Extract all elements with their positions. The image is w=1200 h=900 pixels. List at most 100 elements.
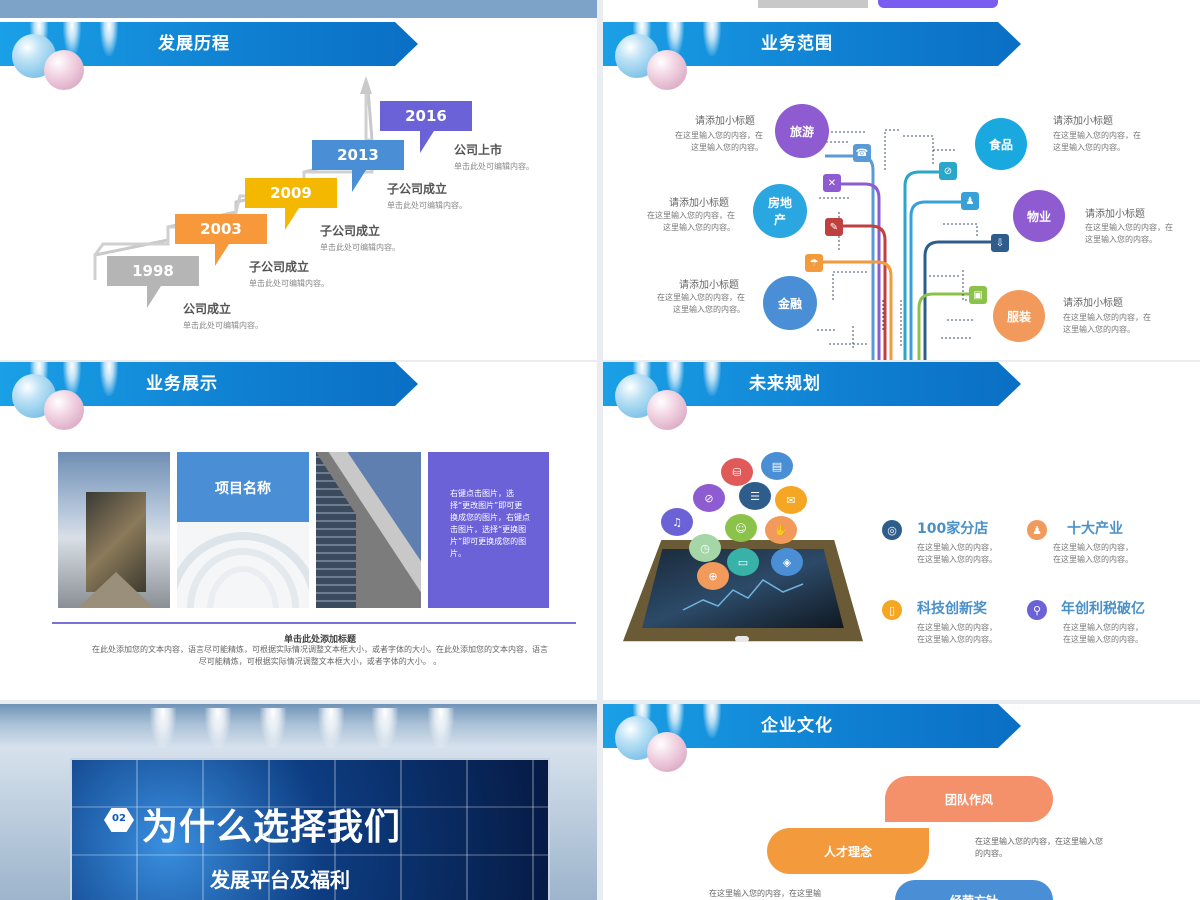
- prev-slide-strip-right: [603, 0, 1200, 18]
- scope-body: 在这里输入您的内容，在这里输入您的内容。: [647, 211, 735, 232]
- project-name: 项目名称: [215, 481, 271, 497]
- thumb-icon: ✋: [765, 516, 797, 544]
- link-icon: ⊘: [693, 484, 725, 512]
- tag-icon: ◈: [771, 548, 803, 576]
- slide-section[interactable]: 02 为什么选择我们 发展平台及福利: [0, 704, 597, 900]
- decor-ball-icon: [44, 390, 84, 430]
- arch-photo[interactable]: [177, 522, 309, 608]
- plan-title: 100家分店: [917, 521, 989, 537]
- caption-divider: [52, 622, 576, 624]
- timeline-sub: 单击此处可编辑内容。: [183, 321, 263, 330]
- scope-circle-clothing: 服装: [993, 290, 1045, 342]
- plan-body: 在这里输入您的内容，在这里输入您的内容。: [917, 623, 997, 644]
- slide-showcase[interactable]: 业务展示 项目名称 右键点击图片，选择“更改图片”即可更换成您的图片，右键点击图…: [0, 362, 597, 700]
- chat-icon: ✉: [775, 486, 807, 514]
- monitor-icon: ▣: [969, 286, 987, 304]
- scope-body: 在这里输入您的内容，在这里输入您的内容。: [1063, 313, 1151, 334]
- section-subtitle: 发展平台及福利: [210, 868, 350, 892]
- tools-icon: ✕: [823, 174, 841, 192]
- phone-icon: ▯: [882, 600, 902, 620]
- section-number: 02: [112, 813, 126, 824]
- timeline-step-1998: 1998: [107, 256, 199, 308]
- wallet-icon: ▭: [727, 548, 759, 576]
- plan-title: 年创利税破亿: [1061, 601, 1145, 617]
- scope-heading: 请添加小标题: [695, 116, 755, 127]
- timeline-heading: 公司成立: [183, 302, 232, 316]
- angle-photo[interactable]: [316, 452, 421, 608]
- petal-talent: 人才理念: [767, 828, 929, 874]
- face-icon: ☺: [725, 514, 757, 542]
- decor-ball-icon: [647, 50, 687, 90]
- bus-icon: ☎: [853, 144, 871, 162]
- umbrella-icon: ☂: [805, 254, 823, 272]
- timeline-sub: 单击此处可编辑内容。: [454, 162, 534, 171]
- building-photo[interactable]: [58, 452, 170, 608]
- caption-body: 在此处添加您的文本内容，语言尽可能精炼，可根据实际情况调整文本框大小，或者字体的…: [92, 645, 548, 666]
- project-name-box: 项目名称: [177, 452, 309, 522]
- scope-body: 在这里输入您的内容，在这里输入您的内容。: [1085, 223, 1173, 244]
- document-icon: ▤: [761, 452, 793, 480]
- side-text-box: 右键点击图片，选择“更改图片”即可更换成您的图片，右键点击图片，选择“更换图片”…: [428, 452, 549, 608]
- decor-ball-icon: [44, 50, 84, 90]
- music-icon: ♫: [661, 508, 693, 536]
- scope-heading: 请添加小标题: [679, 280, 739, 291]
- globe-icon: ◎: [882, 520, 902, 540]
- cart-small-icon: ⊕: [697, 562, 729, 590]
- scope-body: 在这里输入您的内容，在这里输入您的内容。: [657, 293, 745, 314]
- timeline-heading: 子公司成立: [387, 182, 448, 196]
- slide-title: 业务展示: [146, 374, 218, 394]
- timeline-heading: 子公司成立: [249, 260, 310, 274]
- people-icon: ♟: [1027, 520, 1047, 540]
- slide-title: 发展历程: [158, 34, 230, 54]
- timeline-sub: 单击此处可编辑内容。: [249, 279, 329, 288]
- caption-title: 单击此处添加标题: [283, 635, 356, 645]
- timeline-step-2009: 2009: [245, 178, 337, 230]
- scope-body: 在这里输入您的内容，在这里输入您的内容。: [675, 131, 763, 152]
- petal-strategy: 经营方针: [895, 880, 1053, 900]
- prev-slide-strip-left: [0, 0, 597, 18]
- slide-title: 企业文化: [761, 716, 833, 736]
- timeline-step-2013: 2013: [312, 140, 404, 192]
- plan-title: 科技创新奖: [917, 601, 987, 617]
- slide-future[interactable]: 未来规划 ⛁ ▤ ⊘ ☰ ✉ ♫ ☺ ✋ ◷ ▭ ◈ ⊕ ◎ 100家分店 在这…: [603, 362, 1200, 700]
- database-icon: ⛁: [721, 458, 753, 486]
- plan-body: 在这里输入您的内容，在这里输入您的内容。: [1063, 623, 1143, 644]
- slide-culture[interactable]: 企业文化 团队作风 人才理念 经营方针 在这里输入您的内容，在这里输入您的内容。…: [603, 704, 1200, 900]
- compass-icon: ⊘: [939, 162, 957, 180]
- timeline-heading: 公司上市: [454, 143, 503, 157]
- slide-title: 未来规划: [749, 374, 821, 394]
- culture-text-right: 在这里输入您的内容，在这里输入您的内容。: [975, 837, 1103, 858]
- group-icon: ♟: [961, 192, 979, 210]
- decor-ball-icon: [647, 732, 687, 772]
- petal-team: 团队作风: [885, 776, 1053, 822]
- scope-heading: 请添加小标题: [1063, 298, 1123, 309]
- list-icon: ☰: [739, 482, 771, 510]
- timeline-sub: 单击此处可编辑内容。: [387, 201, 467, 210]
- timeline-step-2016: 2016: [380, 101, 472, 153]
- cart-icon: ⚲: [1027, 600, 1047, 620]
- scope-heading: 请添加小标题: [1085, 209, 1145, 220]
- plan-body: 在这里输入您的内容，在这里输入您的内容。: [1053, 543, 1133, 564]
- timeline-heading: 子公司成立: [320, 224, 381, 238]
- tablet-home-button: [735, 636, 749, 642]
- side-text: 右键点击图片，选择“更改图片”即可更换成您的图片，右键点击图片，选择“更换图片”…: [450, 489, 530, 558]
- slide-scope[interactable]: 业务范围 ☎ ✕ ✎ ☂ ⊘: [603, 18, 1200, 360]
- timeline-step-2003: 2003: [175, 214, 267, 266]
- culture-text-left: 在这里输入您的内容，在这里输: [709, 889, 821, 898]
- screen-wall: [70, 758, 550, 900]
- slide-timeline[interactable]: 发展历程 1998 2003 2009 2013 2016 公司成立 单击此处可…: [0, 18, 597, 360]
- clock-icon: ◷: [689, 534, 721, 562]
- section-number-badge: 02: [104, 808, 134, 832]
- scope-heading: 请添加小标题: [1053, 116, 1113, 127]
- scope-circle-food: 食品: [975, 118, 1027, 170]
- plan-title: 十大产业: [1067, 521, 1123, 537]
- scope-heading: 请添加小标题: [669, 198, 729, 209]
- plan-body: 在这里输入您的内容，在这里输入您的内容。: [917, 543, 997, 564]
- section-title: 为什么选择我们: [142, 807, 402, 848]
- scope-circle-travel: 旅游: [775, 104, 829, 158]
- edit-icon: ✎: [825, 218, 843, 236]
- scope-circle-finance: 金融: [763, 276, 817, 330]
- slide-title: 业务范围: [761, 34, 833, 54]
- decor-ball-icon: [647, 390, 687, 430]
- scope-circle-property: 物业: [1013, 190, 1065, 242]
